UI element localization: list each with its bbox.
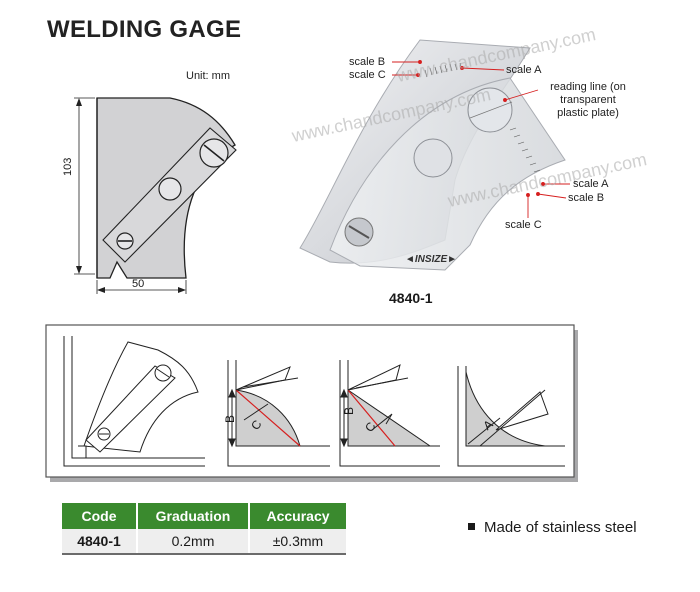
- center-hole: [158, 177, 182, 201]
- header-accuracy: Accuracy: [249, 503, 346, 529]
- feature-item: Made of stainless steel: [468, 519, 637, 536]
- round-window: [413, 138, 453, 178]
- diagram-fillet-bc: [227, 360, 330, 467]
- width-dimension: 50: [132, 278, 145, 290]
- table-header-row: Code Graduation Accuracy: [62, 503, 346, 529]
- scale-ticks-right: [509, 127, 541, 173]
- cell-accuracy: ±0.3mm: [249, 529, 346, 555]
- callout-lines: [392, 60, 570, 218]
- cell-code: 4840-1: [62, 529, 138, 555]
- callout-scale-a-top: scale A: [506, 64, 542, 76]
- callout-scale-a-right: scale A: [573, 178, 609, 190]
- diagram-chamfer-bc: [339, 360, 440, 467]
- callout-scale-b-right: scale B: [568, 192, 605, 204]
- reading-lens: [467, 87, 513, 133]
- callout-scale-c-top: scale C: [349, 69, 386, 81]
- diagram-label-b: B: [342, 406, 357, 416]
- diagram-label-b: B: [223, 414, 238, 424]
- page-title: WELDING GAGE: [47, 16, 242, 43]
- table-row: 4840-1 0.2mm ±0.3mm: [62, 529, 346, 555]
- diagram-fillet-a: [457, 366, 565, 467]
- brand-logo: ◄INSIZE►: [405, 254, 457, 265]
- cell-graduation: 0.2mm: [137, 529, 250, 555]
- callout-reading-line: reading line (on transparent plastic pla…: [550, 81, 626, 119]
- header-graduation: Graduation: [137, 503, 250, 529]
- callout-scale-c-bottom: scale C: [505, 219, 542, 231]
- bullet-square-icon: [468, 523, 475, 530]
- diagram-gage-in-use: [63, 336, 205, 467]
- product-model: 4840-1: [389, 290, 433, 306]
- spec-table: Code Graduation Accuracy 4840-1 0.2mm ±0…: [62, 503, 346, 555]
- transparent-plate: [329, 77, 566, 271]
- unit-label: Unit: mm: [186, 70, 230, 82]
- header-code: Code: [62, 503, 138, 529]
- callout-scale-b-top: scale B: [349, 56, 386, 68]
